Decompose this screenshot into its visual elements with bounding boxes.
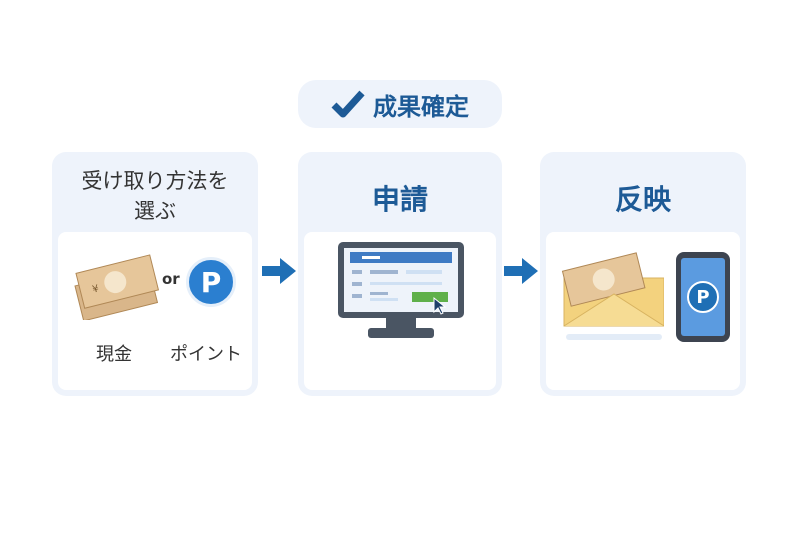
point-icon: P xyxy=(186,257,236,307)
badge-label: 成果確定 xyxy=(373,92,469,121)
step-title: 受け取り方法を選ぶ xyxy=(81,169,229,223)
cash-icon: ¥ xyxy=(74,254,160,320)
monitor-icon xyxy=(338,242,464,338)
confirmed-badge: 成果確定 xyxy=(298,80,502,128)
arrow-right-icon xyxy=(504,258,538,284)
step-panel: ¥ or P 現金 ポイント xyxy=(58,232,252,390)
smartphone-icon: P xyxy=(676,252,730,342)
or-label: or xyxy=(162,270,180,288)
check-icon xyxy=(331,90,365,118)
arrow-right-icon xyxy=(262,258,296,284)
step-title: 申請 xyxy=(371,183,428,216)
cash-label: 現金 xyxy=(96,344,132,365)
step-panel: P xyxy=(546,232,740,390)
step-title: 反映 xyxy=(614,183,671,216)
point-icon: P xyxy=(687,281,719,313)
step-apply: 申請 xyxy=(298,152,502,396)
step-reflect: 反映 P xyxy=(540,152,746,396)
point-label: ポイント xyxy=(170,344,242,365)
step-panel xyxy=(304,232,496,390)
envelope-cash-icon xyxy=(561,252,664,340)
step-choose-method: 受け取り方法を選ぶ ¥ or P 現金 ポイント xyxy=(52,152,258,396)
svg-text:¥: ¥ xyxy=(91,283,100,295)
